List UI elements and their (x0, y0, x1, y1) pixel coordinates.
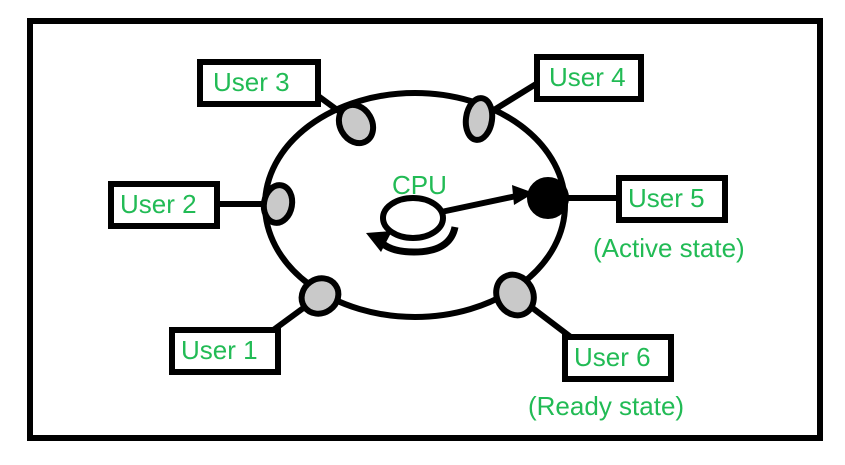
node-user1-shape[interactable] (295, 271, 346, 321)
label-user3: User 3 (213, 67, 290, 97)
annotation-ready-state: (Ready state) (528, 391, 684, 421)
label-user1: User 1 (181, 335, 258, 365)
annotation-active-state: (Active state) (593, 233, 745, 263)
rotation-arrow-icon (379, 226, 459, 256)
label-box-user2[interactable] (108, 181, 220, 229)
cpu-to-active-arrow-head (512, 185, 534, 205)
node-user2[interactable] (260, 182, 296, 226)
node-user3[interactable] (332, 99, 380, 150)
label-box-user3[interactable] (197, 59, 321, 107)
label-box-user4[interactable] (534, 54, 644, 102)
label-box-user1[interactable] (169, 327, 281, 375)
label-box-user5[interactable] (616, 175, 728, 223)
cpu-to-active-arrow-shaft (440, 192, 522, 215)
node-user6[interactable] (489, 268, 541, 322)
label-user4: User 4 (549, 62, 626, 92)
node-user4-shape[interactable] (462, 95, 496, 143)
node-user6-shape[interactable] (489, 268, 541, 322)
node-user3-shape[interactable] (332, 99, 380, 150)
label-user2: User 2 (120, 189, 197, 219)
rotation-arrow-head-icon (366, 231, 392, 252)
node-user4[interactable] (462, 95, 496, 143)
cpu-shape (380, 195, 446, 241)
node-user1[interactable] (295, 271, 346, 321)
label-user5: User 5 (628, 183, 705, 213)
label-box-user6[interactable] (562, 334, 674, 382)
node-user2-shape[interactable] (260, 182, 296, 226)
cpu-label: CPU (392, 170, 447, 200)
label-user6: User 6 (574, 342, 651, 372)
node-user5-active[interactable] (527, 177, 569, 219)
